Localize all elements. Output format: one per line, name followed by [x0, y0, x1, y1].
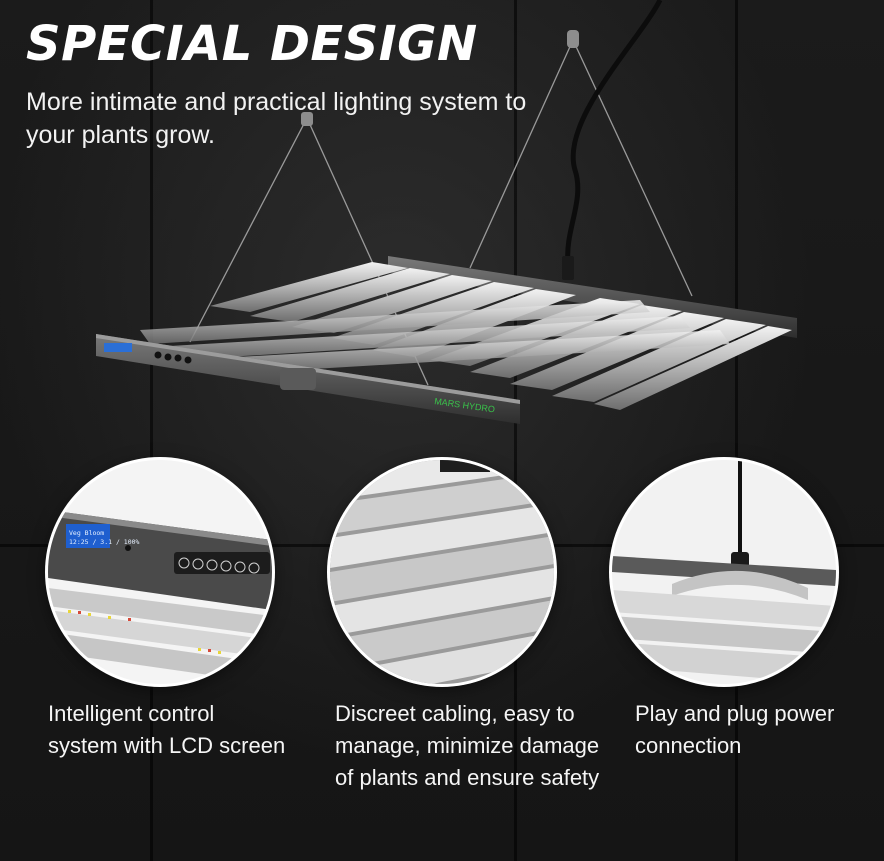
wall-seam [735, 0, 738, 861]
wall-seam [150, 0, 153, 861]
feature-caption-power: Play and plug power connection [635, 701, 835, 758]
page-subtitle: More intimate and practical lighting sys… [26, 88, 527, 149]
wall-seam [514, 0, 517, 861]
hinge [280, 368, 316, 390]
feature-image-control-panel: Veg Bloom 12:25 / 3.1 / 100% [48, 460, 272, 684]
hanger-clips [301, 30, 579, 126]
lcd-display [66, 524, 110, 548]
light-bars [140, 262, 792, 410]
control-buttons [154, 351, 192, 364]
power-cable [565, 0, 663, 263]
power-connector [562, 256, 574, 280]
lcd-text-line2: 12:25 / 3.1 / 100% [69, 538, 140, 546]
lcd-screen [104, 343, 132, 352]
lcd-text-line1: Veg Bloom [69, 529, 104, 537]
feature-caption-cabling: Discreet cabling, easy to manage, minimi… [335, 701, 600, 790]
feature-image-power-connection [612, 460, 836, 684]
page-title: SPECIAL DESIGN [26, 16, 478, 72]
feature-caption-control: Intelligent control system with LCD scre… [48, 701, 286, 758]
feature-image-cabling [330, 460, 554, 684]
grow-light-illustration: MARS HYDRO [96, 0, 797, 424]
